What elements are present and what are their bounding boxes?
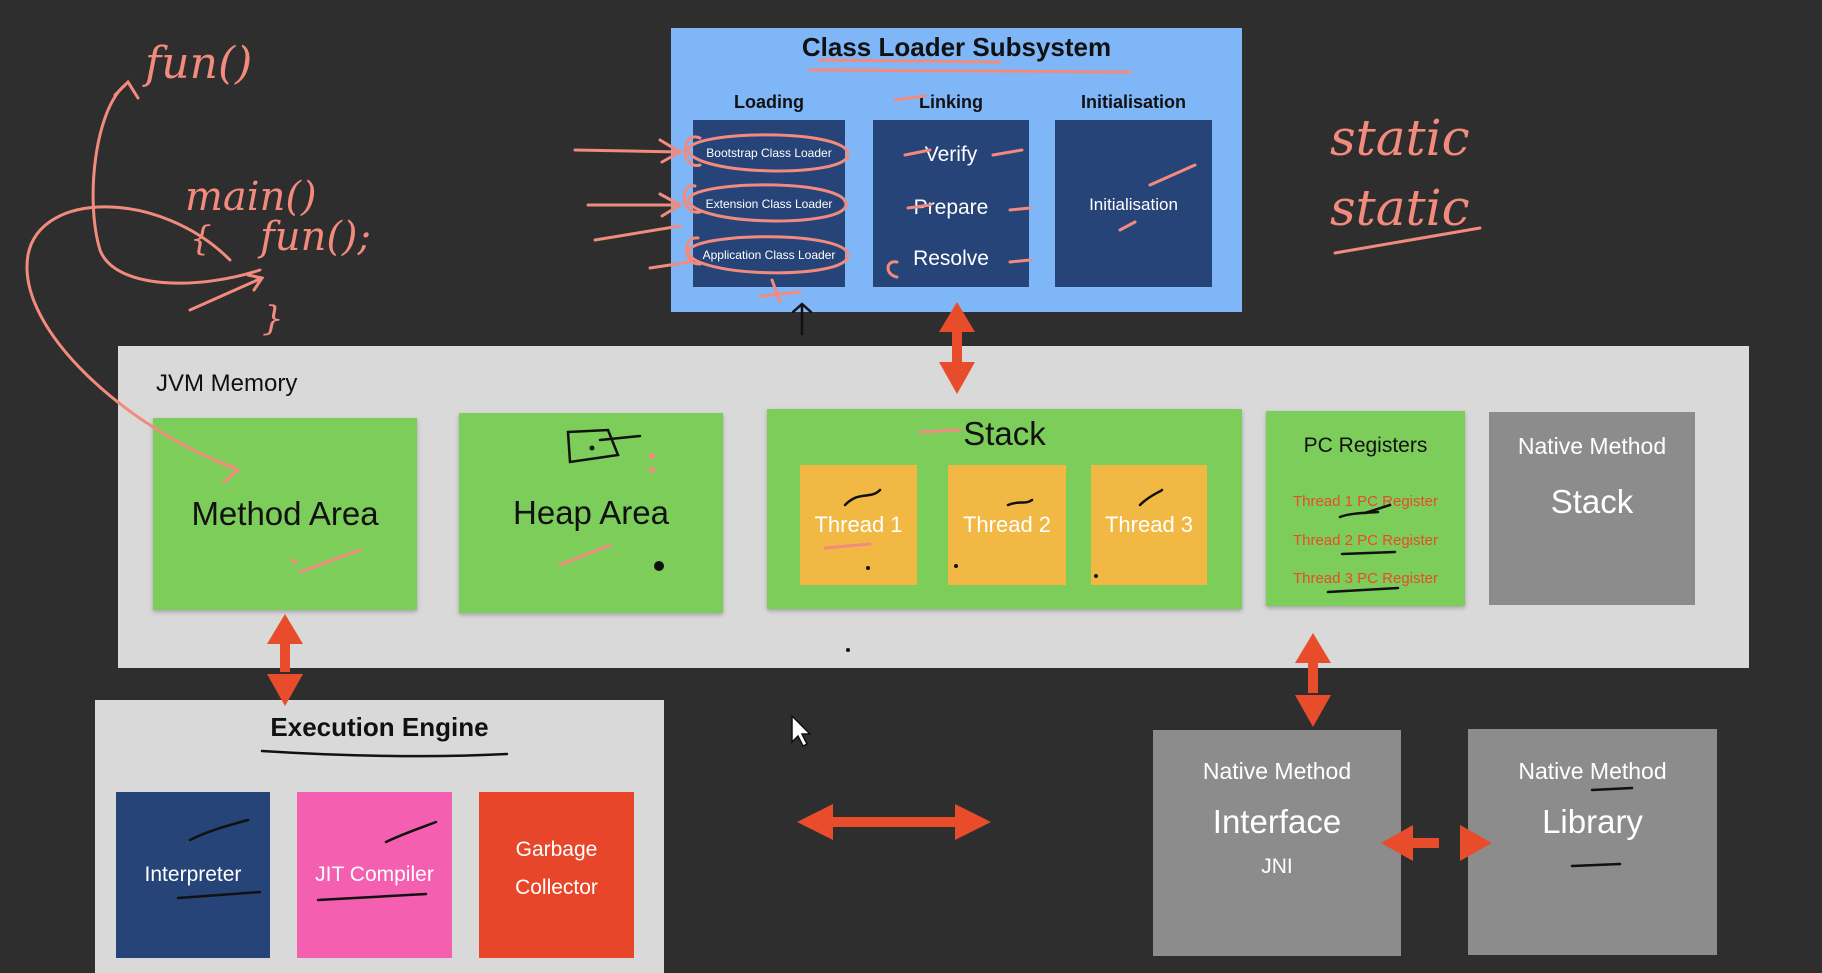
- initialisation-phase: Initialisation: [1089, 195, 1178, 214]
- call-curve: [25, 205, 237, 470]
- native-method-stack: [1489, 412, 1695, 605]
- jvm-memory-title: JVM Memory: [156, 370, 298, 397]
- pc-register-2: Thread 2 PC Register: [1292, 531, 1439, 549]
- arrow-classloader-memory: [939, 302, 975, 394]
- hw-close-brace: }: [262, 299, 284, 339]
- resolve-phase: Resolve: [913, 247, 989, 270]
- hw-static-2: static: [1330, 179, 1470, 237]
- garbage-collector-line1: Garbage: [515, 838, 598, 862]
- pc-registers-title: PC Registers: [1303, 434, 1428, 457]
- execution-engine-title: Execution Engine: [270, 711, 489, 742]
- native-interface-line1: Native Method: [1202, 757, 1352, 784]
- bootstrap-class-loader: Bootstrap Class Loader: [706, 146, 832, 160]
- hw-open-brace: {: [190, 219, 212, 259]
- circle-bootstrap: [686, 133, 850, 173]
- pc-registers-area: [1266, 411, 1465, 606]
- ink-dots: [649, 453, 655, 473]
- stack-title: Stack: [963, 415, 1046, 452]
- class-loader-title: Class Loader Subsystem: [801, 31, 1112, 62]
- loading-box: [693, 120, 845, 287]
- thread-1: Thread 1: [800, 465, 917, 585]
- method-area: Method Area: [153, 418, 417, 610]
- initialisation-box: [1055, 120, 1212, 287]
- verify-phase: Verify: [924, 143, 978, 166]
- initialisation-header: Initialisation: [1080, 91, 1186, 112]
- native-method-library: [1468, 729, 1717, 955]
- native-library-line1: Native Method: [1518, 757, 1667, 784]
- garbage-collector-box: [479, 792, 634, 958]
- extension-class-loader: Extension Class Loader: [705, 197, 833, 211]
- hw-fun-top: fun(): [142, 38, 252, 89]
- pc-register-3: Thread 3 PC Register: [1292, 569, 1439, 587]
- handwritten-text: fun() main() { fun(); } static static: [142, 38, 1470, 339]
- arrow-interface-library: [1381, 825, 1492, 861]
- black-dots: [589, 445, 1098, 652]
- brace-curve: [91, 83, 262, 285]
- hw-main: main(): [185, 174, 317, 220]
- native-method-interface: [1153, 730, 1401, 956]
- thread-3: Thread 3: [1091, 465, 1207, 585]
- arrow-method-execution: [267, 614, 303, 706]
- garbage-collector-line2: Collector: [515, 876, 598, 900]
- linking-box: [873, 120, 1029, 287]
- hw-fun-call: fun();: [257, 214, 371, 260]
- thread-2: Thread 2: [948, 465, 1066, 585]
- native-interface-line2: Interface: [1212, 803, 1342, 840]
- pc-register-1: Thread 1 PC Register: [1292, 492, 1439, 510]
- mouse-cursor-icon: [791, 714, 812, 748]
- prepare-phase: Prepare: [913, 196, 989, 219]
- handwritten-ink: [25, 58, 1482, 574]
- arrow-pc-native: [1295, 633, 1331, 727]
- application-class-loader: Application Class Loader: [702, 248, 836, 262]
- native-interface-line3: JNI: [1261, 855, 1293, 878]
- native-library-line2: Library: [1542, 803, 1643, 840]
- arrow-execution-native: [797, 804, 991, 840]
- interpreter-box: Interpreter: [116, 792, 270, 958]
- circle-extension: [686, 183, 848, 223]
- native-method-stack-line1: Native Method: [1517, 432, 1667, 459]
- black-ink: [176, 302, 1634, 902]
- linking-header: Linking: [919, 91, 983, 112]
- loading-header: Loading: [734, 91, 804, 112]
- jit-compiler-box: JIT Compiler: [297, 792, 452, 958]
- hw-static-1: static: [1330, 109, 1470, 167]
- native-method-stack-line2: Stack: [1550, 483, 1634, 520]
- circle-application: [686, 235, 850, 275]
